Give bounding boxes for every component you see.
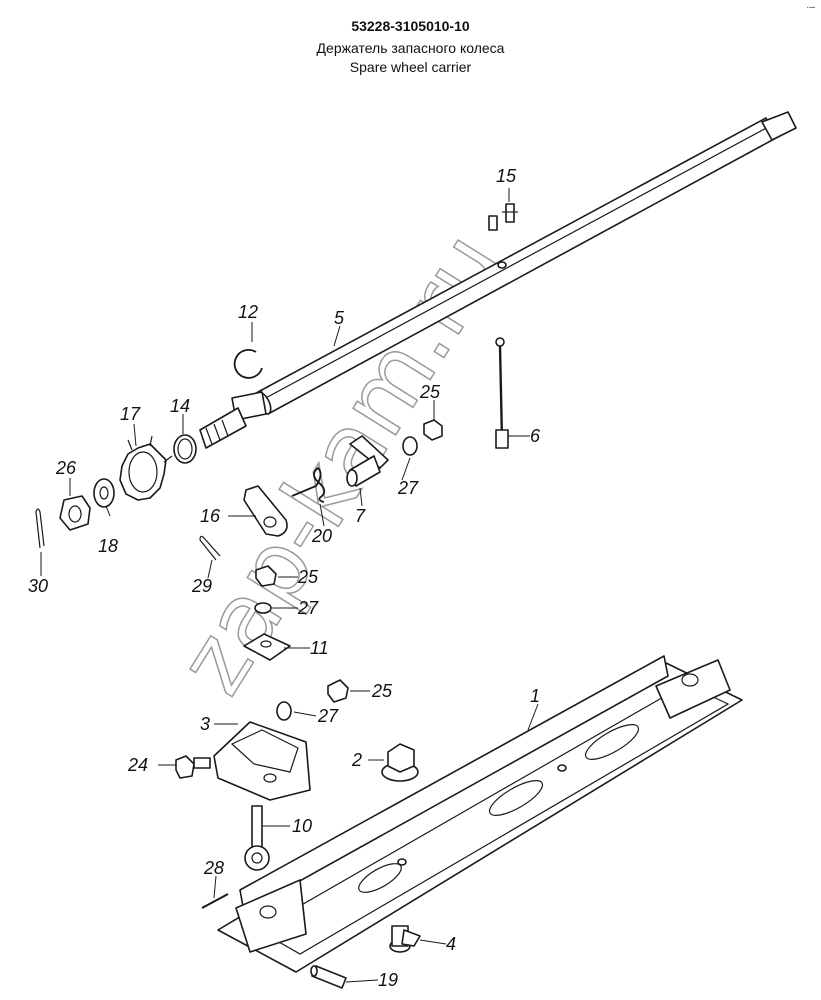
part-14-ring	[173, 434, 197, 464]
callout-30: 30	[28, 576, 48, 596]
part-27-washer-lower	[276, 701, 292, 721]
callout-10: 10	[292, 816, 312, 836]
callout-2: 2	[351, 750, 362, 770]
part-25-nut-lower	[327, 679, 349, 703]
callout-27-upper: 27	[397, 478, 419, 498]
part-30-cotter-pin	[35, 508, 45, 549]
part-2-flange-nut	[381, 743, 419, 782]
callout-14: 14	[170, 396, 190, 416]
callout-20: 19	[378, 970, 398, 990]
callout-25-mid: 25	[297, 567, 319, 587]
part-1-frame-rail	[217, 655, 743, 973]
part-25-nut-upper	[423, 419, 443, 441]
callout-25-upper: 25	[419, 382, 441, 402]
part-5-shaft	[199, 111, 797, 449]
callout-27-mid: 27	[297, 598, 319, 618]
part-10-eye-bolt	[244, 805, 270, 871]
part-15-pin	[488, 203, 518, 231]
part-27-washer-mid	[254, 602, 272, 614]
part-4-bolt	[389, 925, 421, 953]
corner-mark: ·–	[806, 2, 815, 13]
callout-11: 11	[310, 638, 329, 658]
callout-26: 26	[55, 458, 77, 478]
leader-lines	[40, 188, 539, 983]
callout-25-lower: 25	[371, 681, 393, 701]
callout-5: 5	[334, 308, 345, 328]
part-29-cotter-pin	[199, 535, 221, 561]
callout-19: 18	[98, 536, 118, 556]
title-english: Spare wheel carrier	[349, 59, 472, 75]
callout-18: 17	[120, 404, 141, 424]
callout-15: 15	[496, 166, 517, 186]
callout-17: 20	[311, 526, 332, 546]
callout-24: 24	[127, 755, 148, 775]
part-25-nut-mid	[255, 565, 277, 587]
callout-12: 12	[238, 302, 258, 322]
callout-4: 4	[446, 934, 456, 954]
part-16-lever	[243, 485, 288, 537]
part-20-pin	[310, 965, 347, 989]
title-russian: Держатель запасного колеса	[316, 40, 505, 56]
callout-27-lower: 27	[317, 706, 339, 726]
callout-16: 16	[200, 506, 221, 526]
part-17-spring	[291, 466, 326, 503]
callout-3: 3	[200, 714, 210, 734]
part-27-washer-upper	[402, 436, 418, 456]
part-11-clip	[243, 633, 291, 661]
callout-29: 29	[191, 576, 212, 596]
callout-7: 7	[355, 506, 366, 526]
callout-1: 1	[530, 686, 540, 706]
callout-labels: 15 5 12 14 17 26 18 30 16 20 7 25 27 6 2…	[28, 166, 541, 990]
part-12-retaining-ring	[233, 349, 263, 379]
part-26-castle-nut	[59, 495, 91, 531]
callout-28: 28	[203, 858, 224, 878]
part-7-bracket	[346, 435, 389, 487]
part-24-bolt	[175, 755, 211, 779]
part-18-gear	[119, 435, 173, 501]
part-28-pin	[201, 893, 229, 909]
part-3-bracket	[213, 721, 311, 801]
callout-6: 6	[530, 426, 541, 446]
part-6-rod	[495, 337, 509, 449]
part-number: 53228-3105010-10	[351, 18, 470, 34]
part-19-washer	[93, 478, 115, 508]
